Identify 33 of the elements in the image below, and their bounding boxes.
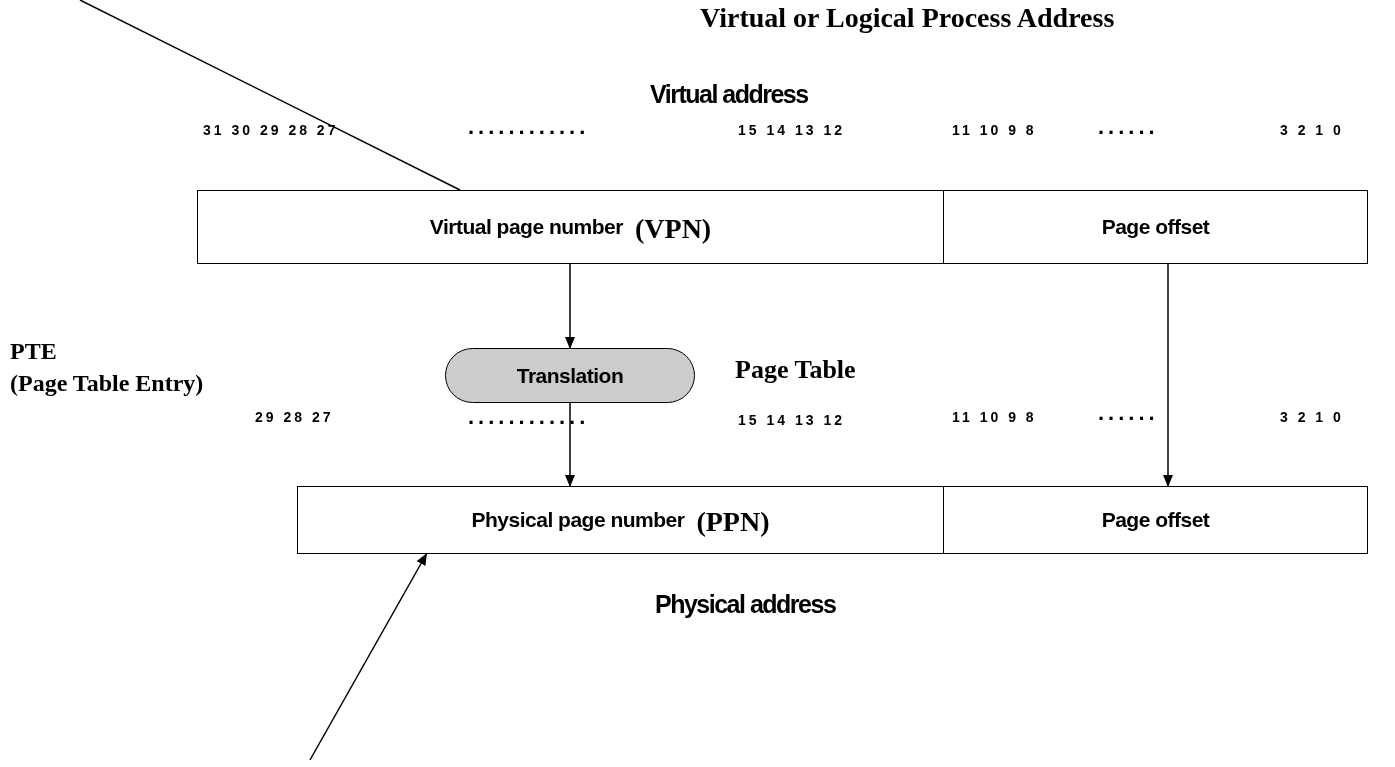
bit-numbers: 15 14 13 12 [738, 412, 845, 428]
bit-numbers: 11 10 9 8 [952, 122, 1037, 138]
field-label: Page offset [1101, 215, 1210, 239]
heading: Physical address [655, 590, 836, 619]
heading: Page Table [735, 355, 856, 385]
bit-numbers: 3 2 1 0 [1280, 122, 1344, 138]
arrow [565, 263, 575, 349]
address-field-box [197, 190, 944, 264]
bit-numbers: 31 30 29 28 27 [203, 122, 339, 138]
leader-line [309, 553, 428, 761]
field-label: Translation [516, 363, 624, 388]
dot-leader: ............ [468, 114, 590, 140]
field-abbreviation: (PPN) [696, 506, 770, 538]
field-label: Page offset [1101, 508, 1210, 532]
heading: (Page Table Entry) [10, 370, 204, 397]
field-label: Virtual page number [429, 215, 623, 239]
heading: PTE [10, 338, 57, 365]
bit-numbers: 3 2 1 0 [1280, 409, 1344, 425]
bit-numbers: 15 14 13 12 [738, 122, 845, 138]
address-field-box [943, 190, 1368, 264]
arrow [1163, 263, 1173, 487]
address-field-box [943, 486, 1368, 554]
dot-leader: ...... [1098, 114, 1159, 140]
title: Virtual or Logical Process Address [700, 2, 1115, 34]
heading: Virtual address [650, 80, 808, 109]
arrow [565, 402, 575, 487]
leader-line [79, 0, 461, 191]
dot-leader: ...... [1098, 400, 1159, 426]
address-field-box [297, 486, 944, 554]
field-label: Physical page number [471, 508, 685, 532]
bit-numbers: 11 10 9 8 [952, 409, 1037, 425]
field-abbreviation: (VPN) [635, 213, 712, 245]
bit-numbers: 29 28 27 [255, 409, 334, 425]
